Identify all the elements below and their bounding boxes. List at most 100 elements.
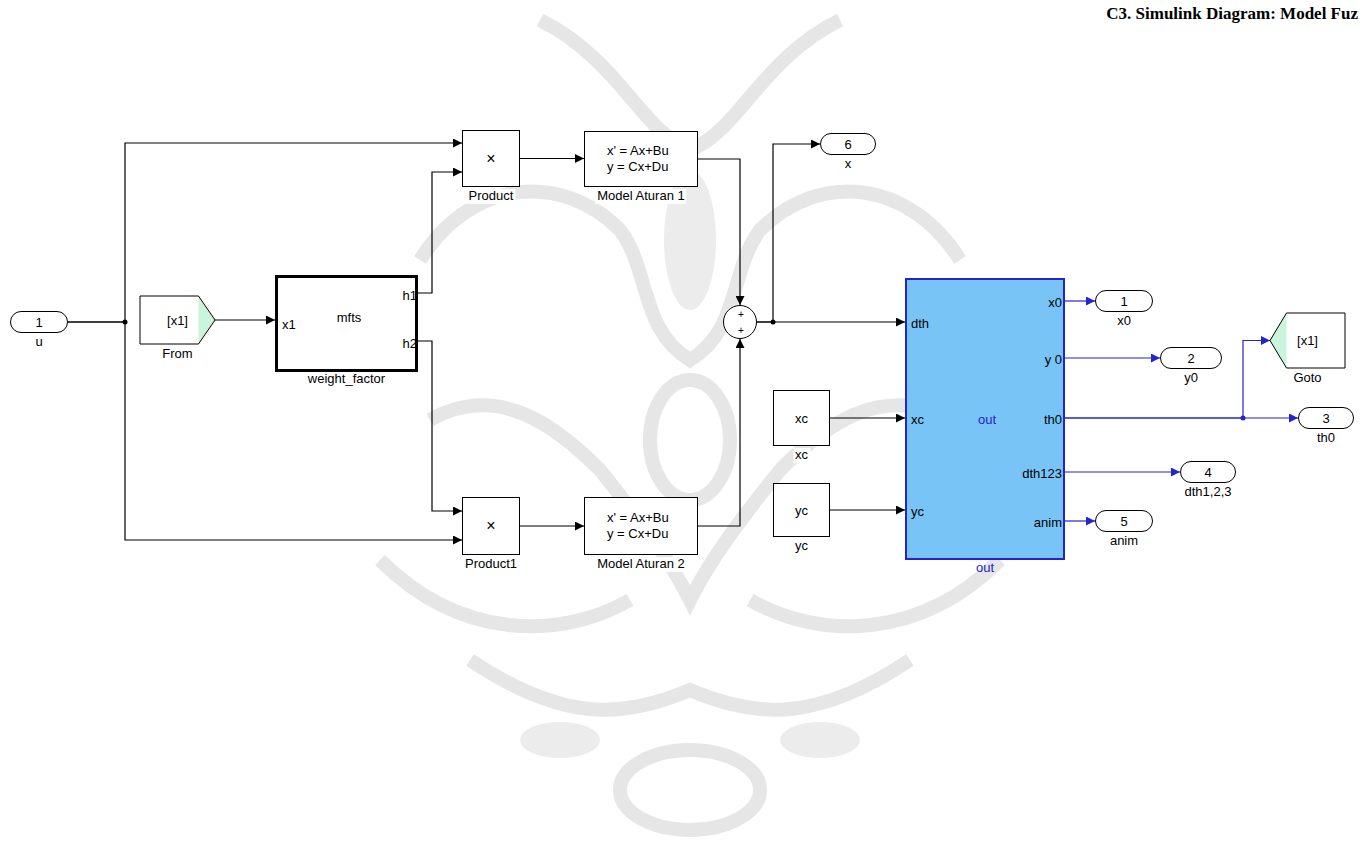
signal-line: [520, 525, 584, 526]
block-name: out: [974, 561, 996, 576]
block-name: x0: [1115, 314, 1133, 329]
block-name: y0: [1182, 371, 1200, 386]
outport: 2y0: [1160, 347, 1222, 369]
port-label: yc: [911, 505, 924, 520]
port-label: h1: [403, 289, 417, 304]
block-name: x: [843, 157, 854, 172]
signal-line: [698, 159, 740, 305]
text-holder: ×: [463, 131, 519, 186]
text-holder: 2: [1161, 348, 1221, 368]
block-name: th0: [1315, 431, 1337, 446]
block-name: weight_factor: [306, 372, 387, 387]
block-text: x' = Ax+Bu y = Cx+Du: [607, 510, 675, 541]
block-text: [x1]: [167, 313, 188, 328]
text-holder: 1: [1096, 291, 1152, 311]
product-block: ×Product: [462, 130, 520, 187]
text-holder: x' = Ax+Bu y = Cx+Du: [585, 132, 697, 186]
sum-block: ++: [723, 305, 757, 339]
port-label: h2: [403, 337, 417, 352]
text-holder: 4: [1181, 462, 1235, 482]
port-label: out: [978, 413, 996, 428]
block-name: Product1: [463, 557, 519, 572]
inport: 1u: [10, 311, 68, 333]
port-label: mfts: [337, 311, 362, 326]
signal-line: [830, 417, 905, 418]
block-name: dth1,2,3: [1183, 485, 1234, 500]
signal-line: [1065, 341, 1270, 419]
text-holder: yc: [774, 484, 829, 536]
block-name: xc: [793, 448, 810, 463]
block-text: 3: [1322, 411, 1329, 426]
block-text: 1: [35, 315, 42, 330]
signal-line: [520, 158, 584, 159]
port-label: +: [738, 325, 744, 337]
block-text: 1: [1120, 294, 1127, 309]
watermark-fill: [520, 170, 860, 758]
signal-line: [757, 144, 820, 322]
outport: 6x: [820, 133, 876, 155]
block-text: ×: [486, 150, 495, 168]
port-label: y 0: [1045, 353, 1062, 368]
signal-line: [68, 143, 462, 322]
port-label: th0: [1044, 413, 1062, 428]
port-label: xc: [911, 413, 924, 428]
block-text: ×: [486, 517, 495, 535]
signal-line: [698, 339, 740, 526]
port-label: anim: [1034, 516, 1062, 531]
block-name: yc: [793, 539, 810, 554]
text-holder: 5: [1096, 511, 1152, 531]
port-label: dth: [911, 317, 929, 332]
text-holder: 6: [821, 134, 875, 154]
out-subsystem: dthxcycoutx0y 0th0dth123animout: [905, 278, 1065, 560]
block-name: anim: [1108, 534, 1140, 549]
product-block: ×Product1: [462, 497, 520, 555]
port-label: x0: [1048, 296, 1062, 311]
outport: 4dth1,2,3: [1180, 461, 1236, 483]
block-name: Model Aturan 2: [595, 557, 686, 572]
constant-block: xcxc: [773, 390, 830, 446]
signal-line: [830, 509, 905, 510]
port-label: +: [738, 309, 744, 321]
signal-line: [757, 321, 905, 322]
state-space-block: x' = Ax+Bu y = Cx+DuModel Aturan 2: [584, 497, 698, 555]
text-holder: x' = Ax+Bu y = Cx+Du: [585, 498, 697, 554]
from-tag: [x1]From: [140, 296, 215, 344]
block-text: [x1]: [1297, 333, 1318, 348]
signal-line: [215, 319, 275, 320]
outport: 1x0: [1095, 290, 1153, 312]
outport: 5anim: [1095, 510, 1153, 532]
block-text: yc: [795, 503, 808, 518]
block-name: Goto: [1291, 371, 1323, 386]
constant-block: ycyc: [773, 483, 830, 537]
block-text: 4: [1204, 465, 1211, 480]
signal-line: [1065, 520, 1095, 521]
outport: 3th0: [1298, 407, 1354, 429]
text-holder: 1: [11, 312, 67, 332]
weight-factor-block: x1mftsh1h2weight_factor: [275, 275, 418, 372]
block-name: Product: [467, 189, 516, 204]
text-holder: xc: [774, 391, 829, 445]
block-name: Model Aturan 1: [595, 189, 686, 204]
block-name: u: [33, 335, 44, 350]
signal-line: [1065, 471, 1180, 472]
block-text: 6: [844, 137, 851, 152]
block-text: x' = Ax+Bu y = Cx+Du: [607, 143, 675, 174]
text-holder: 3: [1299, 408, 1353, 428]
block-text: 5: [1120, 514, 1127, 529]
page-title: C3. Simulink Diagram: Model Fuz: [1106, 4, 1358, 24]
text-holder: ×: [463, 498, 519, 554]
signal-line: [418, 172, 462, 293]
goto-tag: [x1]Goto: [1270, 313, 1345, 368]
text-holder: [x1]: [1270, 313, 1345, 368]
port-label: dth123: [1022, 467, 1062, 482]
block-text: 2: [1187, 351, 1194, 366]
state-space-block: x' = Ax+Bu y = Cx+DuModel Aturan 1: [584, 131, 698, 187]
text-holder: [x1]: [140, 296, 215, 344]
signal-line: [1065, 357, 1160, 358]
block-text: xc: [795, 411, 808, 426]
block-name: From: [160, 347, 194, 362]
port-label: x1: [282, 318, 296, 333]
signal-line: [418, 341, 462, 511]
